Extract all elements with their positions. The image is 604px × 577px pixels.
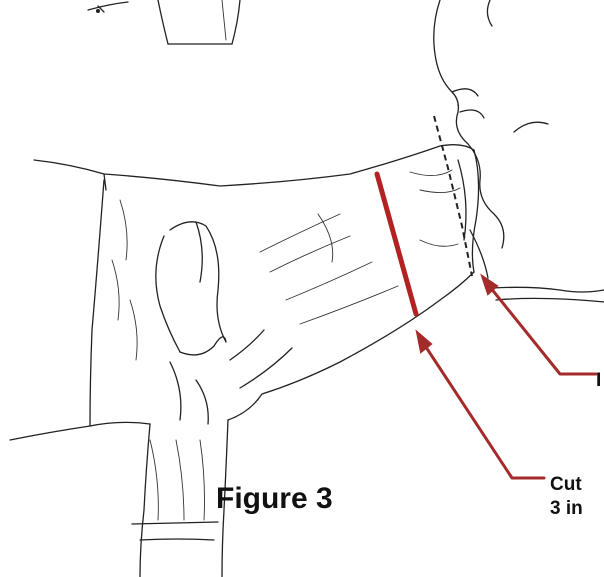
figure-label: Figure 3: [216, 482, 333, 515]
body-outline: [434, 0, 604, 302]
cut-callout-text-line2: 3 in: [550, 498, 583, 519]
joint-callout-arrow: [482, 276, 596, 374]
joint-dashed-line: [434, 116, 472, 276]
top-partial-sketch: [88, 0, 240, 44]
cut-mark: [377, 174, 416, 314]
cut-callout-text-line1: Cut: [550, 474, 582, 495]
muscle-detail: [112, 170, 460, 520]
joint-callout-text: I: [596, 370, 601, 391]
cut-callout-arrow: [417, 332, 544, 478]
